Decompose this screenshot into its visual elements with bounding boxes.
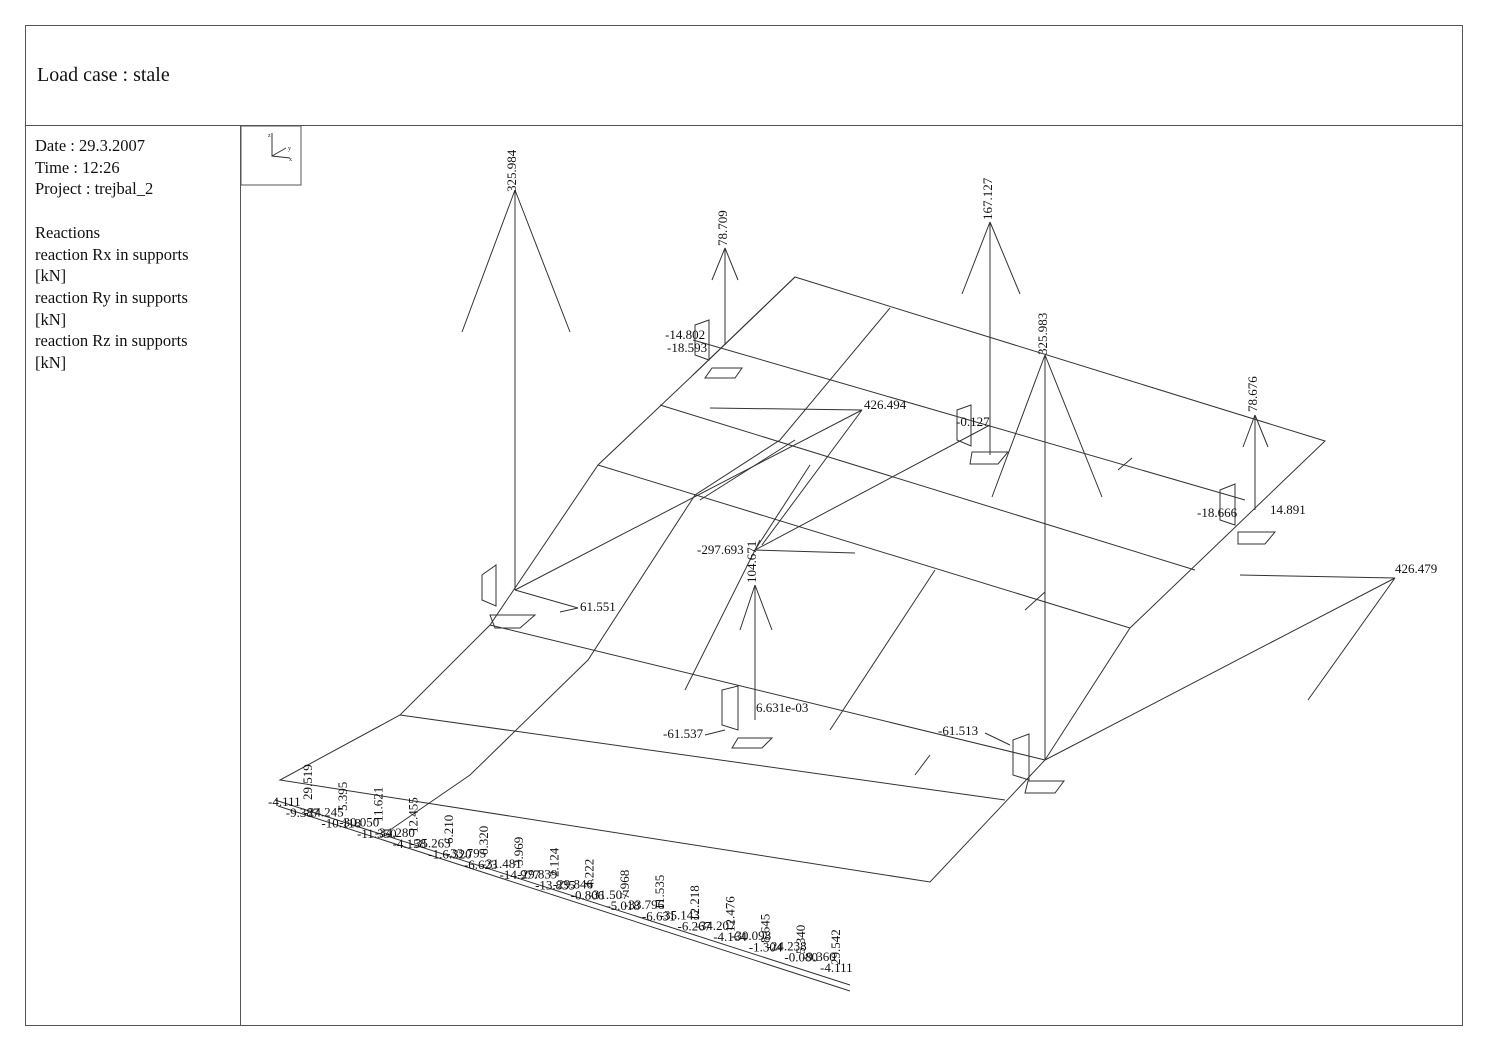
- s5-a-label: -18.666: [1197, 505, 1238, 520]
- line-support-rz-label: 5.395: [335, 782, 350, 811]
- roof-wireframe: [278, 276, 1326, 883]
- svg-text:z: z: [268, 133, 271, 139]
- line-support-rx-label: -6.267: [678, 919, 712, 934]
- reaction-vectors: [461, 189, 1396, 761]
- line-support-rx-label: -30.098: [731, 928, 771, 943]
- line-support-rx-label: -35.263: [411, 835, 451, 850]
- line-support-rx-label: -4.158: [393, 836, 427, 851]
- line-support-rz-label: 6.320: [476, 826, 491, 855]
- s1-rz-label: 325.984: [504, 149, 519, 192]
- line-support-rx-label: -0.080: [784, 950, 818, 965]
- s2-rz-label: 78.709: [715, 210, 730, 246]
- s2-a-label: -14.802: [665, 327, 705, 342]
- s5-rz-label: 78.676: [1245, 376, 1260, 412]
- line-support-rx-label: -6.631: [642, 908, 676, 923]
- ry-unit: [kN]: [35, 309, 67, 329]
- line-support-rz-label: 7.968: [617, 870, 632, 899]
- line-support-rx-label: -10.118: [321, 816, 361, 831]
- rz-unit: [kN]: [35, 353, 67, 373]
- line-support-lower-labels: -4.111-9.387-24.245-10.118-30.050-11.350…: [268, 794, 853, 975]
- line-support-rx-label: -9.360: [802, 949, 836, 964]
- rx-label: reaction Rx in supports: [35, 244, 189, 264]
- line-support-rx-label: -5.018: [606, 898, 640, 913]
- s1-rx-label: 61.551: [580, 599, 616, 614]
- line-support-rz-label: 12.455: [406, 797, 421, 833]
- drawing-frame: Load case : stale Date : 29.3.2007 Time …: [25, 25, 1463, 1026]
- page-title: Load case : stale: [37, 64, 170, 86]
- line-support-rz-label: 2.124: [546, 847, 561, 877]
- ry-label: reaction Ry in supports: [35, 287, 188, 307]
- line-support-rz-label: 29.519: [300, 764, 315, 800]
- project-text: Project : trejbal_2: [35, 179, 154, 199]
- svg-text:x: x: [289, 157, 292, 163]
- s5-b-label: 14.891: [1270, 502, 1306, 517]
- svg-text:y: y: [288, 146, 291, 152]
- s3-a-label: -0.127: [956, 414, 990, 429]
- line-support-rz-label: 8.645: [758, 914, 773, 943]
- line-support-rx-label: -31.507: [589, 887, 630, 902]
- line-support-rx-label: -34.207: [695, 918, 736, 933]
- line-support-rx-label: -33.796: [624, 897, 665, 912]
- time-text: Time : 12:26: [35, 157, 120, 177]
- line-support-rz-label: 4.222: [582, 859, 597, 888]
- line-support-rz-label: 6.210: [441, 815, 456, 844]
- support-symbols: [274, 319, 1277, 992]
- line-support-rx-label: -4.164: [713, 929, 747, 944]
- line-support-rx-label: -0.806: [571, 888, 605, 903]
- reaction-labels: 325.984 61.551 78.709 -14.802 -18.593 16…: [504, 149, 1437, 741]
- line-support-rz-label: 12.476: [722, 896, 737, 932]
- line-support-rx-label: -9.387: [286, 805, 320, 820]
- line-support-rx-label: -14.977: [500, 867, 541, 882]
- s4-rz-label: 325.983: [1035, 313, 1050, 355]
- line-support-rz-label: 11.535: [652, 875, 667, 910]
- info-block: Date : 29.3.2007 Time : 12:26 Project : …: [35, 135, 189, 374]
- rx-unit: [kN]: [35, 266, 67, 286]
- line-support-rx-label: -34.280: [375, 825, 415, 840]
- info-panel: Date : 29.3.2007 Time : 12:26 Project : …: [26, 126, 241, 1025]
- line-support-rx-label: -4.111: [820, 960, 853, 975]
- line-support-rx-label: -4.111: [268, 794, 301, 809]
- line-support-rx-label: -1.304: [749, 939, 783, 954]
- line-support-rz-label: 12.218: [687, 885, 702, 921]
- line-support-rz-label: 29.542: [828, 929, 843, 965]
- line-support-rx-label: -13.835: [535, 877, 575, 892]
- s6-rz-label: 104.671: [744, 541, 759, 583]
- line-support-upper-labels: 29.519 5.395 11.621 12.455 6.210 6.320 3.969 2.…: [300, 764, 843, 965]
- s7-a-label: 426.479: [1395, 561, 1437, 576]
- s2-b-label: -18.593: [667, 340, 707, 355]
- line-support-rx-label: -33.795: [446, 846, 486, 861]
- s8-a-label: 6.631e-03: [756, 700, 808, 715]
- header: Load case : stale: [26, 26, 1462, 126]
- line-support-rx-label: -11.350: [357, 826, 397, 841]
- s3-rz-label: 167.127: [980, 177, 995, 220]
- line-support-rz-label: 5.340: [793, 925, 808, 954]
- line-support-rx-label: -29.846: [553, 877, 594, 892]
- s6-a-label: 426.494: [864, 397, 907, 412]
- date-text: Date : 29.3.2007: [35, 136, 145, 155]
- xyz-axis-icon: z y x: [240, 125, 302, 186]
- line-support-rx-label: -35.143: [660, 908, 700, 923]
- line-support-rx-label: -24.245: [304, 804, 344, 819]
- section-heading: Reactions: [35, 222, 101, 242]
- rz-label: reaction Rz in supports: [35, 331, 188, 351]
- line-support-rx-label: -31.481: [482, 856, 522, 871]
- line-support-rx-label: -6.623: [464, 857, 498, 872]
- s8-b-label: -61.537: [663, 726, 704, 741]
- line-support-rx-label: -29.839: [517, 866, 557, 881]
- line-support-rx-label: -24.238: [767, 939, 807, 954]
- line-support-rz-label: 3.969: [511, 837, 526, 866]
- line-support-rx-label: -30.050: [339, 815, 379, 830]
- line-support-rx-label: -1.6.320: [428, 847, 471, 862]
- line-support-rz-label: 11.621: [370, 787, 385, 822]
- s6-b-label: -297.693: [697, 542, 744, 557]
- s9-a-label: -61.513: [938, 723, 978, 738]
